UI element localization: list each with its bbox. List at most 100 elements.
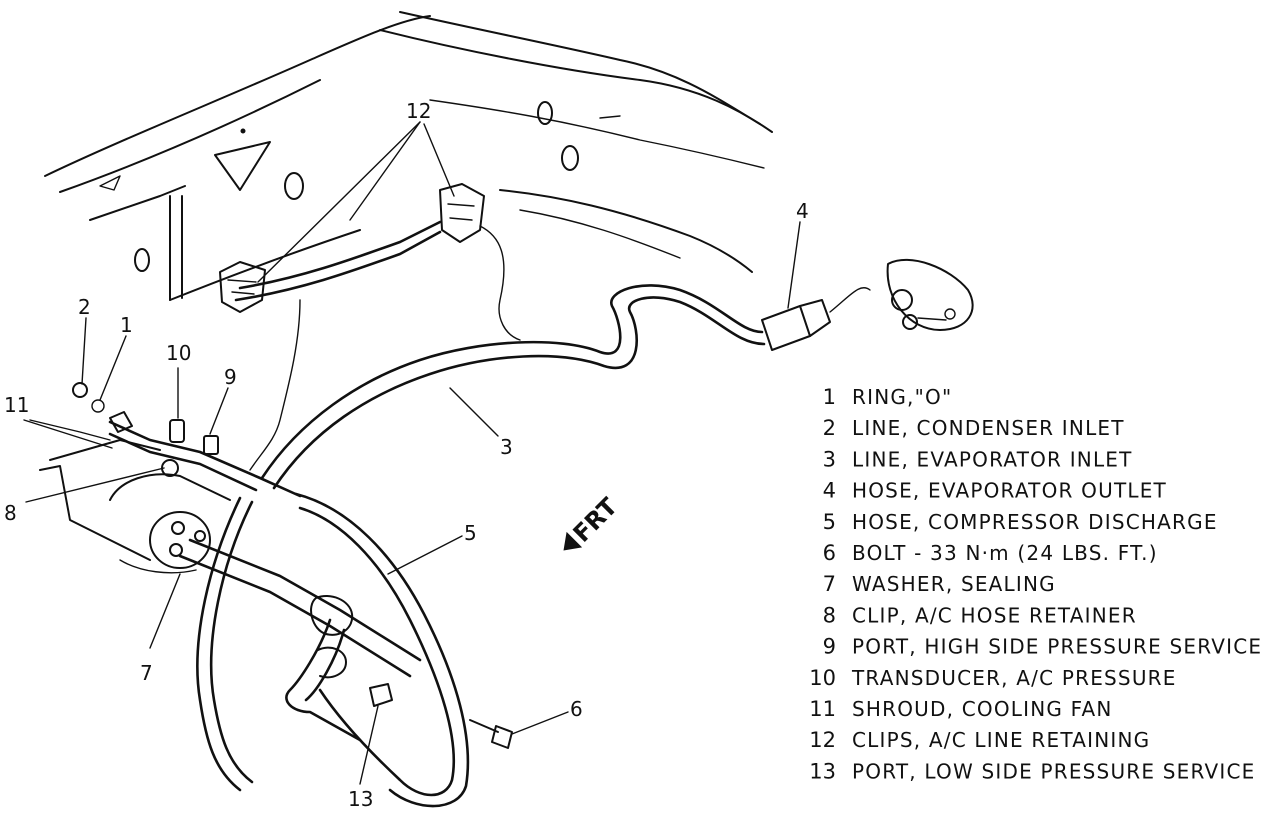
callout-2: 2	[78, 295, 91, 319]
wire-harness-2	[479, 225, 521, 341]
leader-6	[511, 711, 569, 735]
compressor-port-2	[169, 543, 183, 557]
line-3-upper-run-b	[238, 220, 442, 290]
callout-1: 1	[120, 313, 133, 337]
hose-4-fitting-nut	[799, 299, 831, 337]
legend-number: 10	[809, 666, 836, 690]
core-support-upper	[89, 185, 186, 221]
manifold-fitting-b	[317, 646, 347, 679]
panel-hole-2	[134, 248, 150, 272]
low-side-port	[369, 683, 393, 707]
leader-5	[387, 535, 463, 575]
front-arrow-icon	[563, 531, 583, 551]
legend-text: PORT, LOW SIDE PRESSURE SERVICE	[852, 759, 1256, 783]
compressor-bolt	[194, 530, 206, 542]
triangle-cutout	[214, 141, 271, 191]
callout-5: 5	[464, 521, 477, 545]
leader-12b	[257, 121, 421, 283]
wire-harness	[249, 299, 301, 471]
line-clips	[219, 183, 485, 313]
hose-5-left-inner	[209, 500, 254, 784]
core-support-lower	[169, 229, 361, 301]
panel-top-edge	[44, 15, 431, 177]
panel-hole-3	[537, 101, 553, 125]
hose-4-wire	[829, 287, 871, 313]
hose-5-edge	[294, 492, 470, 808]
callout-3: 3	[500, 435, 513, 459]
evaporator-outlet-hose	[260, 258, 974, 490]
legend-text: TRANSDUCER, A/C PRESSURE	[851, 666, 1177, 690]
legend-number: 13	[809, 759, 836, 783]
legend-number: 6	[823, 541, 836, 565]
leader-12a	[349, 121, 421, 221]
callout-4: 4	[796, 199, 809, 223]
line-2-run	[108, 420, 302, 498]
bolt-shank	[469, 719, 499, 733]
compressor-face	[149, 511, 211, 569]
callout-11: 11	[4, 393, 29, 417]
hose-4-inner	[272, 296, 766, 490]
panel-hole-4	[561, 145, 579, 171]
inner-fender-lower	[499, 189, 753, 273]
compressor-shroud	[29, 382, 231, 574]
panel-inner-edge	[59, 79, 321, 193]
compressor-port-1	[171, 521, 185, 535]
leader-4	[787, 221, 801, 309]
legend-number: 1	[823, 385, 836, 409]
legend-number: 11	[809, 697, 836, 721]
hose-4-fitting	[761, 305, 811, 351]
legend-text: CLIP, A/C HOSE RETAINER	[852, 603, 1137, 627]
legend-text: BOLT - 33 N·m (24 LBS. FT.)	[852, 541, 1158, 565]
inner-fender-ridge	[519, 209, 681, 259]
evaporator-inlet-line	[234, 220, 521, 471]
legend-text: WASHER, SEALING	[852, 572, 1056, 596]
legend-text: SHROUD, COOLING FAN	[852, 697, 1113, 721]
legend-number: 12	[809, 728, 836, 752]
callout-13: 13	[348, 787, 373, 811]
flange-bolt-1	[891, 289, 913, 311]
legend-number: 4	[823, 479, 836, 503]
compressor-discharge-hose	[196, 492, 470, 808]
legend-text: HOSE, EVAPORATOR OUTLET	[852, 479, 1167, 503]
manifold-fitting	[310, 595, 354, 636]
clip-right	[439, 183, 485, 243]
front-direction-indicator: FRT	[563, 492, 623, 551]
leader-lines	[23, 121, 801, 785]
leader-8	[25, 467, 165, 503]
flange-stud	[917, 317, 947, 321]
small-triangle	[99, 175, 121, 191]
leader-9	[209, 387, 229, 435]
callout-8: 8	[4, 501, 17, 525]
leader-13	[359, 705, 379, 785]
leader-2	[81, 317, 87, 385]
body-panel	[44, 11, 773, 301]
panel-mark	[599, 115, 621, 119]
bolt-6	[469, 719, 513, 749]
leader-12c	[423, 123, 455, 197]
legend-number: 7	[823, 572, 836, 596]
fender-outer-edge	[399, 11, 761, 125]
callout-10: 10	[166, 341, 191, 365]
legend-text: CLIPS, A/C LINE RETAINING	[852, 728, 1150, 752]
legend-text: RING,"O"	[852, 385, 952, 409]
nut-2	[72, 382, 88, 398]
hose-4-outer	[260, 284, 764, 480]
callout-6: 6	[570, 697, 583, 721]
callout-7: 7	[140, 661, 153, 685]
callout-labels: 2 1 10 9 11 8 7 13 12 3 4 5 6	[4, 99, 809, 811]
callout-9: 9	[224, 365, 237, 389]
condenser-fitting	[109, 411, 133, 433]
clip-right-detail	[447, 203, 475, 221]
flange-bolt-2	[902, 314, 918, 330]
bolt-head	[491, 725, 513, 749]
callout-12: 12	[406, 99, 431, 123]
o-ring-1	[91, 399, 105, 413]
lower-line-a	[188, 538, 422, 662]
evaporator-flange	[886, 258, 974, 331]
shroud-top	[49, 439, 161, 461]
flange-bolt-3	[944, 308, 956, 320]
legend-number: 9	[823, 635, 836, 659]
legend-text: HOSE, COMPRESSOR DISCHARGE	[852, 510, 1218, 534]
